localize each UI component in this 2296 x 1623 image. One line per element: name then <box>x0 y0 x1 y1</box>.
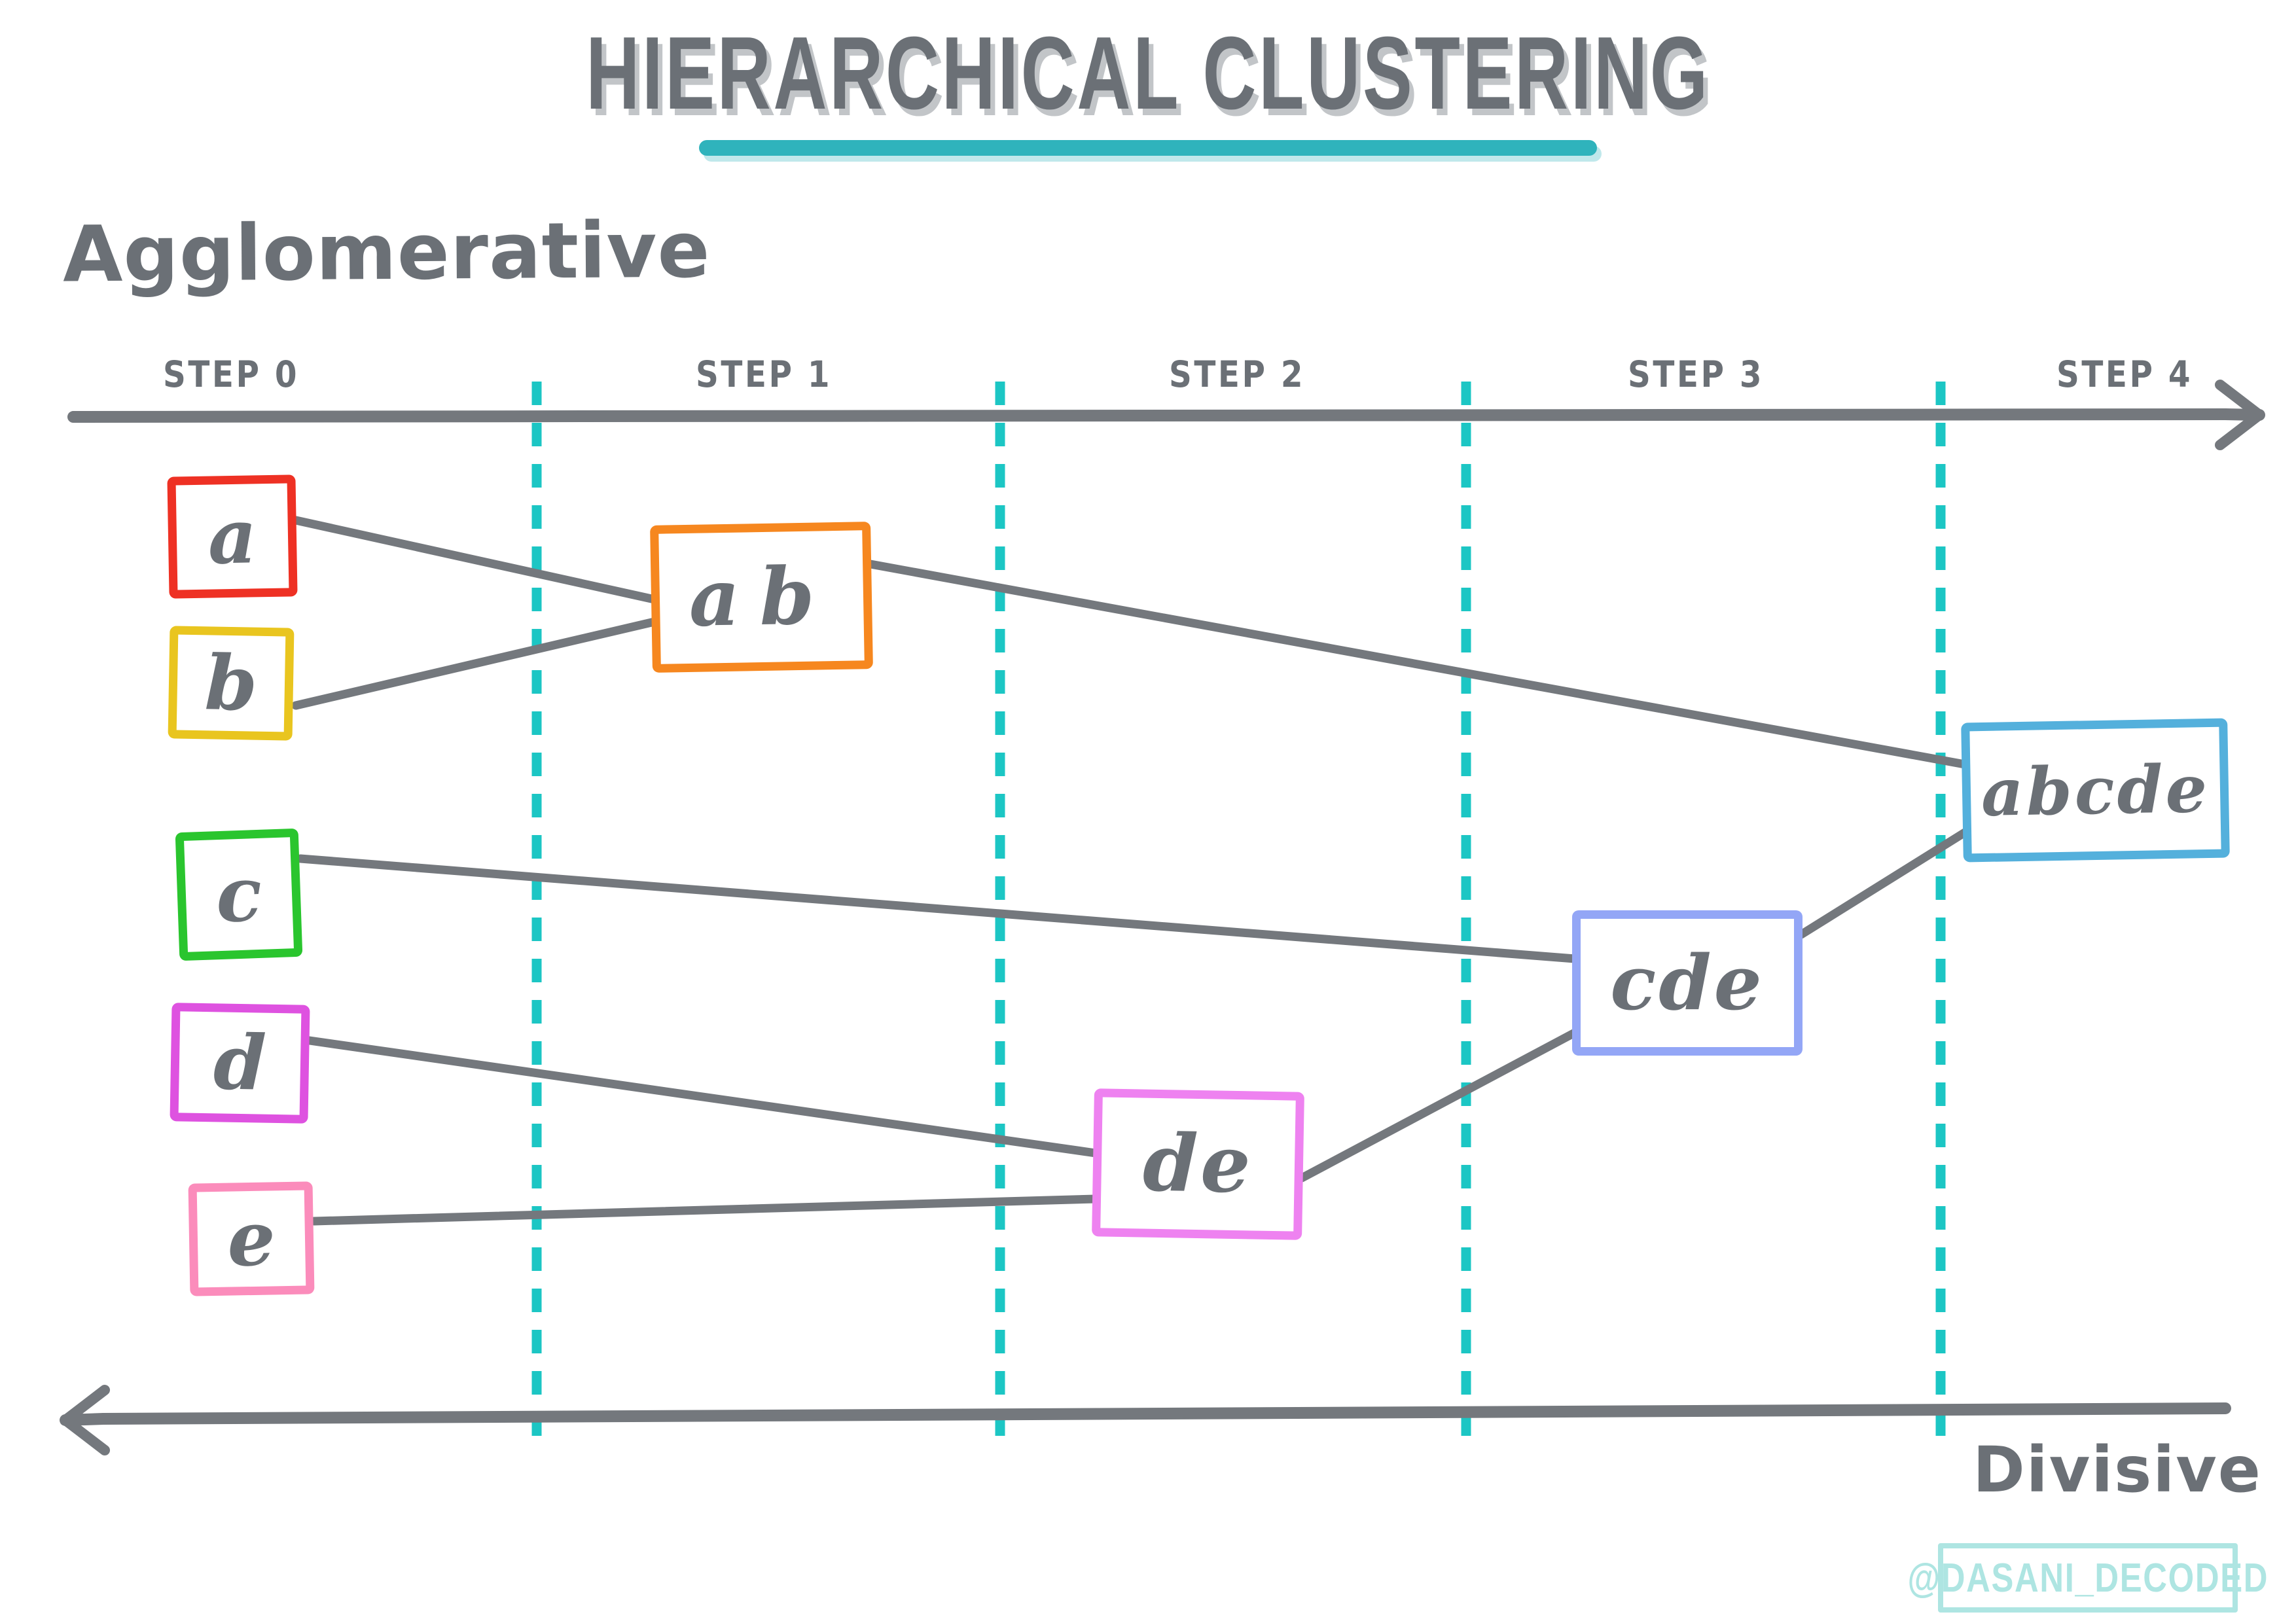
step-label-2: STEP 2 <box>1168 353 1306 395</box>
divisive-axis-shaft <box>60 1413 109 1426</box>
cluster-box-cde: cde <box>1572 910 1803 1056</box>
step-label-1: STEP 1 <box>695 353 833 395</box>
edge-de-cde <box>1297 1028 1579 1183</box>
agglomerative-axis-shaft <box>2219 408 2265 421</box>
edge-c-cde <box>296 854 1579 963</box>
step-label-0: STEP 0 <box>162 353 300 395</box>
edge-e-de <box>310 1194 1100 1226</box>
cluster-label-cde: cde <box>1610 938 1765 1027</box>
edge-a-ab <box>291 516 659 604</box>
edge-b-ab <box>291 617 659 710</box>
step-label-4: STEP 4 <box>2056 353 2193 395</box>
divisive-axis-shaft <box>98 1402 2231 1425</box>
agglomerative-axis-shaft <box>67 408 2231 423</box>
page-title: HIERARCHICAL CLUSTERING <box>586 16 1710 131</box>
edge-d-de <box>305 1036 1100 1158</box>
watermark-badge: @DASANI_DECODED <box>1907 1543 2267 1613</box>
agglomerative-label: Agglomerative <box>62 204 711 300</box>
step-label-3: STEP 3 <box>1627 353 1765 395</box>
edge-cde-abcde <box>1797 828 1969 939</box>
divisive-label: Divisive <box>1973 1433 2262 1507</box>
watermark-text: @DASANI_DECODED <box>1907 1555 2269 1601</box>
edge-ab-abcde <box>866 560 1969 769</box>
title-underline <box>699 140 1597 156</box>
